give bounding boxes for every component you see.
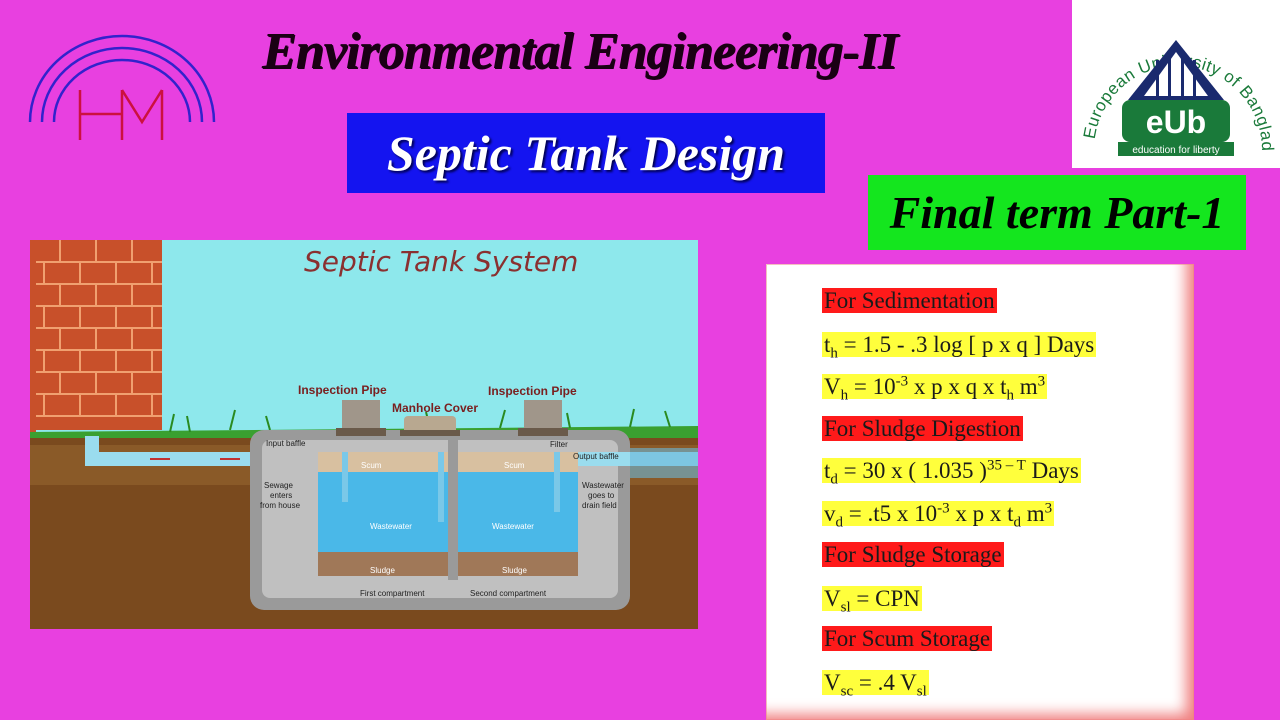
inspection-pipe-left: [336, 400, 386, 436]
label-sludge-right: Sludge: [502, 566, 527, 575]
university-logo: European University of Bangladesh eUb ed…: [1072, 0, 1280, 168]
formula-vd: vd = .t5 x 10-3 x p x td m3: [822, 500, 1055, 531]
label-first-compartment: First compartment: [360, 589, 425, 598]
sedimentation-heading: For Sedimentation: [822, 288, 997, 313]
label-scum-right: Scum: [504, 461, 525, 470]
digestion-heading: For Sludge Digestion: [822, 416, 1023, 441]
final-term-text: Final term Part-1: [889, 187, 1225, 238]
label-sewage-1: Sewage: [264, 481, 293, 490]
final-term-banner: Final term Part-1: [868, 175, 1246, 250]
label-wastewater-out-2: goes to: [588, 491, 615, 500]
formula-th: th = 1.5 - .3 log [ p x q ] Days: [822, 332, 1097, 362]
label-wastewater-right: Wastewater: [492, 522, 534, 531]
scum-heading: For Scum Storage: [822, 626, 993, 651]
diagram-title: Septic Tank System: [304, 245, 578, 278]
label-second-compartment: Second compartment: [470, 589, 547, 598]
label-inspection-pipe-left: Inspection Pipe: [298, 383, 387, 397]
storage-heading: For Sludge Storage: [822, 542, 1004, 567]
formula-vsc: Vsc = .4 Vsl: [822, 670, 929, 700]
label-filter: Filter: [550, 440, 568, 449]
label-wastewater-out-1: Wastewater: [582, 481, 624, 490]
septic-tank-diagram: Septic Tank System Inspection Pipe Inspe…: [30, 240, 698, 629]
label-sewage-2: enters: [270, 491, 292, 500]
main-title: Environmental Engineering-II: [262, 23, 898, 80]
pavilion-icon: [1128, 40, 1224, 100]
label-wastewater-out-3: drain field: [582, 501, 617, 510]
label-input-baffle: Input baffle: [266, 439, 306, 448]
formula-vh: Vh = 10-3 x p x q x th m3: [822, 373, 1048, 404]
formula-td: td = 30 x ( 1.035 )35 – T Days: [822, 457, 1081, 488]
subtitle-banner: Septic Tank Design: [347, 113, 825, 193]
brick-wall: [30, 240, 162, 430]
label-sludge-left: Sludge: [370, 566, 395, 575]
formula-vsl: Vsl = CPN: [822, 586, 922, 616]
manhole-cover: [400, 416, 460, 436]
label-output-baffle: Output baffle: [573, 452, 619, 461]
eub-tagline: education for liberty: [1132, 145, 1219, 156]
label-inspection-pipe-right: Inspection Pipe: [488, 384, 577, 398]
label-scum-left: Scum: [361, 461, 382, 470]
subtitle-text: Septic Tank Design: [386, 125, 786, 181]
hm-logo: [28, 34, 216, 140]
formula-panel: For Sedimentation th = 1.5 - .3 log [ p …: [766, 264, 1194, 720]
label-sewage-3: from house: [260, 501, 301, 510]
hm-letters: [78, 89, 164, 140]
inspection-pipe-right: [518, 400, 568, 436]
eub-short-text: eUb: [1146, 104, 1206, 140]
label-wastewater-left: Wastewater: [370, 522, 412, 531]
label-manhole-cover: Manhole Cover: [392, 401, 478, 415]
